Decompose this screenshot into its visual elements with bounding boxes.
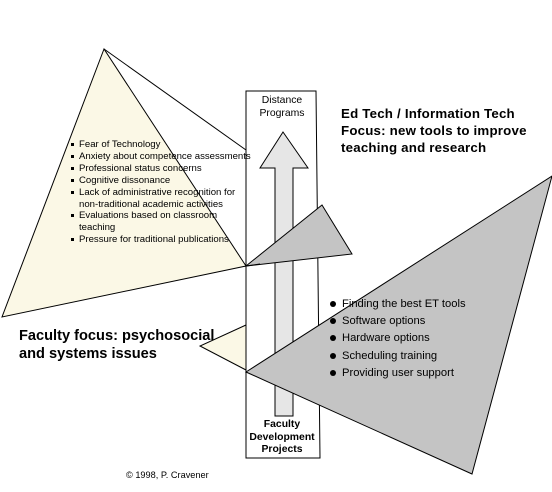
list-item: Cognitive dissonance: [70, 175, 252, 187]
plane-edge-line: [245, 263, 261, 267]
faculty-issues-triangle: [1, 47, 247, 318]
faculty-development-label: Faculty Development Projects: [249, 419, 315, 455]
edtech-focus-heading: Ed Tech / Information Tech Focus: new to…: [341, 106, 527, 156]
list-item: Pressure for traditional publications: [70, 234, 252, 246]
distance-programs-label: Distance Programs: [259, 95, 305, 119]
list-item: Scheduling training: [330, 348, 530, 365]
list-item: Professional status concerns: [70, 163, 252, 175]
list-item: Lack of administrative recognition for n…: [70, 187, 252, 211]
plane-edge-line: [103, 48, 247, 151]
upward-arrow: [259, 131, 309, 417]
edtech-wedge: [244, 204, 353, 267]
list-item: Evaluations based on classroom teaching: [70, 210, 252, 234]
list-item: Software options: [330, 313, 530, 330]
faculty-issues-list: Fear of Technology Anxiety about compete…: [70, 139, 252, 246]
list-item: Anxiety about competence assessments: [70, 151, 252, 163]
faculty-focus-heading: Faculty focus: psychosocial and systems …: [19, 328, 215, 362]
list-item: Finding the best ET tools: [330, 296, 530, 313]
list-item: Hardware options: [330, 330, 530, 347]
list-item: Fear of Technology: [70, 139, 252, 151]
et-topics-list: Finding the best ET tools Software optio…: [330, 296, 530, 382]
et-topics-triangle: [244, 175, 552, 475]
list-item: Providing user support: [330, 365, 530, 382]
copyright-notice: © 1998, P. Cravener: [126, 470, 209, 480]
